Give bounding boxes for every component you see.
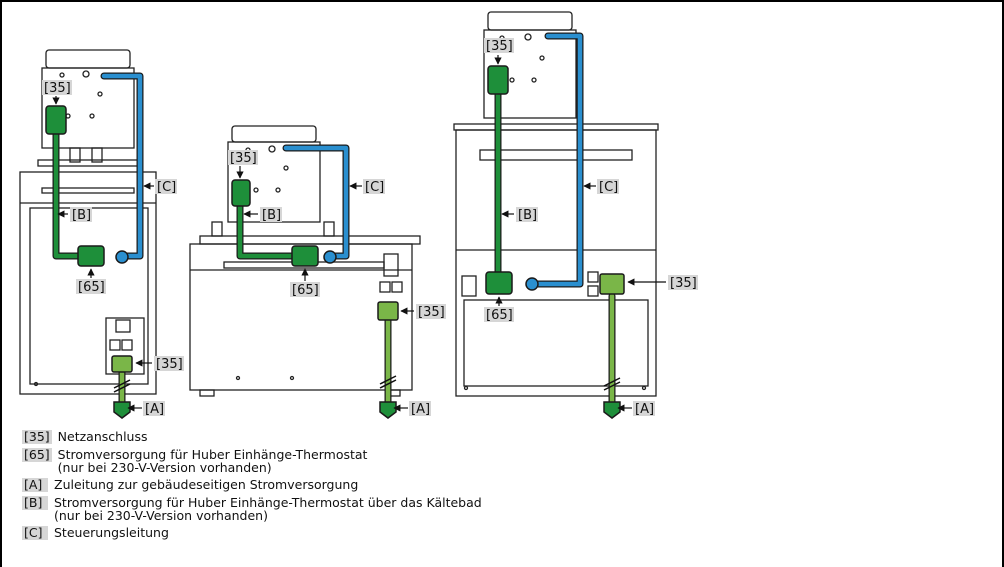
legend-text: Zuleitung zur gebäudeseitigen Stromverso… xyxy=(54,477,359,492)
label-b-unit2: [B] xyxy=(262,208,281,223)
control-port-unit2 xyxy=(323,250,337,264)
legend-code: [65] xyxy=(22,447,52,462)
legend-item-65: [65] Stromversorgung für Huber Einhänge-… xyxy=(22,448,722,474)
label-b-unit1: [B] xyxy=(72,208,91,223)
label-a-unit3: [A] xyxy=(635,402,654,417)
label-a-unit2: [A] xyxy=(411,402,430,417)
label-tags: [35] [65] [35] [A] [B] [C] [35] [65] [35… xyxy=(42,38,698,417)
legend-text: Stromversorgung für Huber Einhänge-Therm… xyxy=(54,495,482,510)
legend-code: [B] xyxy=(22,496,48,510)
label-35-unit1: [35] xyxy=(44,81,71,96)
label-65-unit3: [65] xyxy=(486,308,513,323)
label-35b-unit1: [35] xyxy=(156,357,183,372)
control-cable-c-unit2 xyxy=(282,144,350,260)
label-35-unit2: [35] xyxy=(230,151,257,166)
legend-text: Netzanschluss xyxy=(57,429,148,444)
label-b-unit3: [B] xyxy=(518,208,537,223)
cables xyxy=(52,32,616,406)
socket-35-unit2 xyxy=(231,179,251,207)
label-c-unit3: [C] xyxy=(599,180,618,195)
plug-a-unit2 xyxy=(379,401,397,419)
legend: [35] Netzanschluss [65] Stromversorgung … xyxy=(22,430,722,544)
mains-inlet-35-unit1 xyxy=(111,355,133,373)
legend-item-a: [A] Zuleitung zur gebäudeseitigen Stromv… xyxy=(22,478,722,492)
connectors xyxy=(45,65,625,419)
plug-a-unit1 xyxy=(113,401,131,419)
socket-65-unit1 xyxy=(77,245,105,267)
legend-item-c: [C] Steuerungsleitung xyxy=(22,526,722,540)
socket-65-unit2 xyxy=(291,245,319,267)
socket-65-unit3 xyxy=(485,271,513,295)
cable-break-marks xyxy=(113,375,621,393)
legend-item-35: [35] Netzanschluss xyxy=(22,430,722,444)
legend-text-note: (nur bei 230-V-Version vorhanden) xyxy=(54,508,268,523)
plug-a-unit3 xyxy=(603,401,621,419)
socket-35-unit3 xyxy=(487,65,509,95)
label-c-unit1: [C] xyxy=(157,180,176,195)
legend-code: [C] xyxy=(22,526,48,540)
unit-3 xyxy=(453,11,659,397)
control-port-unit1 xyxy=(115,250,129,264)
unit-2 xyxy=(189,125,421,397)
control-port-unit3 xyxy=(525,277,539,291)
socket-35-unit1 xyxy=(45,105,67,135)
callout-arrows xyxy=(52,55,666,412)
label-65-unit1: [65] xyxy=(78,280,105,295)
legend-code: [A] xyxy=(22,478,48,492)
legend-text: Steuerungsleitung xyxy=(54,525,169,540)
label-35-unit3: [35] xyxy=(486,39,513,54)
legend-text-note: (nur bei 230-V-Version vorhanden) xyxy=(57,460,272,475)
legend-item-b: [B] Stromversorgung für Huber Einhänge-T… xyxy=(22,496,722,522)
legend-text: Stromversorgung für Huber Einhänge-Therm… xyxy=(57,447,368,462)
label-c-unit2: [C] xyxy=(365,180,384,195)
legend-code: [35] xyxy=(22,429,52,444)
mains-inlet-35-unit3 xyxy=(599,273,625,295)
mains-inlet-35-unit2 xyxy=(377,301,399,321)
label-35b-unit3: [35] xyxy=(670,276,697,291)
label-a-unit1: [A] xyxy=(145,402,164,417)
label-35b-unit2: [35] xyxy=(418,305,445,320)
label-65-unit2: [65] xyxy=(292,283,319,298)
